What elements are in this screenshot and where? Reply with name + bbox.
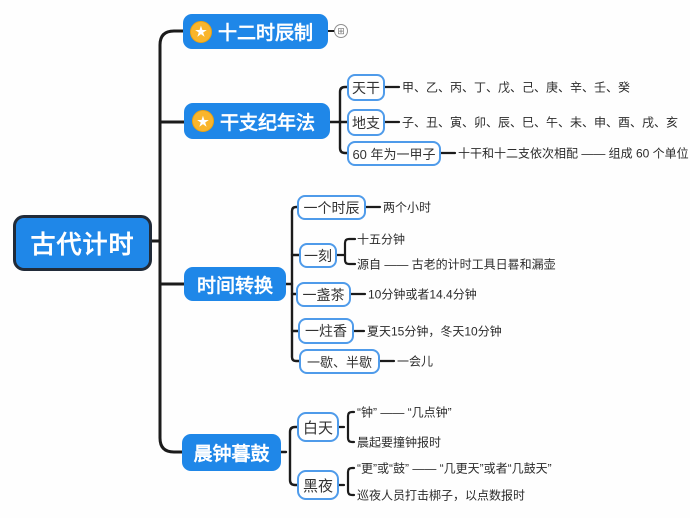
leaf-note-yike-origin[interactable]: 源自 —— 古老的计时工具日晷和漏壶 bbox=[357, 257, 556, 272]
leaf-note-fifteen-minutes[interactable]: 十五分钟 bbox=[357, 232, 406, 247]
leaf-note-geng-gu[interactable]: “更”或“鼓” —— “几更天”或者“几鼓天” bbox=[357, 461, 552, 476]
sub-node-one-shichen[interactable]: 一个时辰 bbox=[297, 195, 366, 220]
sub-node-one-incense-stick[interactable]: 一炷香 bbox=[298, 318, 354, 344]
leaf-note-two-hours[interactable]: 两个小时 bbox=[383, 200, 432, 215]
leaf-note-jiazi[interactable]: 十干和十二支依次相配 —— 组成 60 个单位 bbox=[458, 146, 689, 161]
leaf-note-night-watchman[interactable]: 巡夜人员打击梆子，以点数报时 bbox=[357, 488, 526, 503]
leaf-note-tiangan-list[interactable]: 甲、乙、丙、丁、戊、己、庚、辛、壬、癸 bbox=[402, 80, 631, 95]
star-icon: ★ bbox=[192, 110, 214, 132]
branch-node-morning-bell-evening-drum[interactable]: 晨钟暮鼓 bbox=[182, 434, 281, 471]
star-icon: ★ bbox=[190, 20, 212, 43]
sub-node-daytime[interactable]: 白天 bbox=[297, 412, 339, 442]
branch-node-twelve-shichen[interactable]: ★ 十二时辰制 bbox=[183, 14, 328, 49]
branch-label: 十二时辰制 bbox=[218, 23, 314, 44]
sub-node-one-cup-of-tea[interactable]: 一盏茶 bbox=[296, 282, 351, 307]
root-node-ancient-timekeeping[interactable]: 古代计时 bbox=[13, 215, 152, 271]
leaf-note-tea-minutes[interactable]: 10分钟或者14.4分钟 bbox=[368, 287, 477, 302]
branch-label: 干支纪年法 bbox=[220, 112, 316, 134]
sub-node-one-xie-half-xie[interactable]: 一歇、半歇 bbox=[299, 349, 380, 374]
leaf-note-a-while[interactable]: 一会儿 bbox=[397, 354, 434, 369]
sub-node-sixty-year-jiazi[interactable]: 60 年为一甲子 bbox=[347, 141, 441, 166]
sub-node-dizhi[interactable]: 地支 bbox=[347, 109, 385, 136]
collapsed-children-indicator-icon[interactable]: ⊞ bbox=[334, 24, 348, 38]
sub-node-nighttime[interactable]: 黑夜 bbox=[297, 470, 339, 500]
leaf-note-bell-oclock[interactable]: “钟” —— “几点钟” bbox=[357, 405, 452, 420]
leaf-note-dizhi-list[interactable]: 子、丑、寅、卯、辰、巳、午、未、申、酉、戌、亥 bbox=[402, 115, 679, 130]
branch-node-ganzhi-calendar[interactable]: ★ 干支纪年法 bbox=[184, 103, 330, 139]
leaf-note-morning-bell[interactable]: 晨起要撞钟报时 bbox=[357, 435, 442, 450]
branch-node-time-conversion[interactable]: 时间转换 bbox=[184, 267, 286, 301]
sub-node-one-ke[interactable]: 一刻 bbox=[299, 243, 337, 268]
sub-node-tiangan[interactable]: 天干 bbox=[347, 74, 385, 101]
leaf-note-incense-minutes[interactable]: 夏天15分钟，冬天10分钟 bbox=[367, 324, 502, 339]
